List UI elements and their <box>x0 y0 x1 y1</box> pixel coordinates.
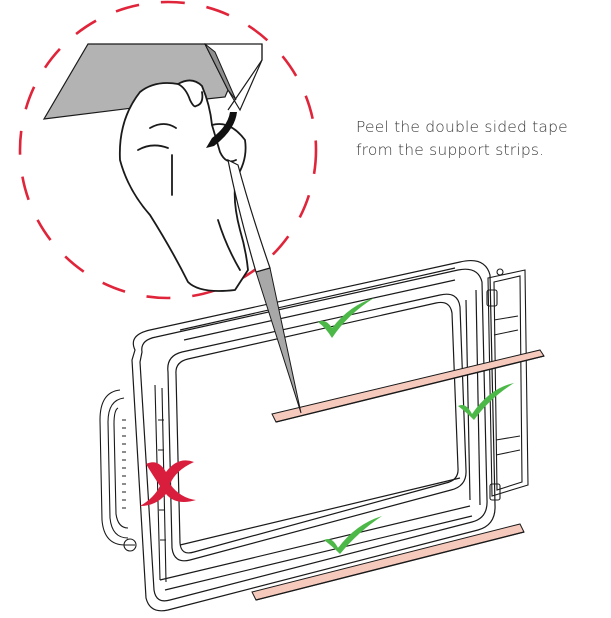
tray-frame <box>131 259 496 612</box>
cross-icon <box>140 460 196 506</box>
magnifier-dashed-circle <box>18 0 318 300</box>
peeled-tape-tail <box>227 158 271 273</box>
peeled-backing-strip <box>255 267 302 414</box>
hand-illustration <box>118 79 249 292</box>
peel-direction-arrow-icon <box>206 112 237 148</box>
instruction-line-2: from the support strips. <box>356 141 545 159</box>
right-side-component <box>486 268 529 501</box>
instruction-line-1: Peel the double sided tape <box>356 118 568 136</box>
check-icon-top <box>318 298 374 338</box>
instruction-caption: Peel the double sided tape from the supp… <box>356 116 611 162</box>
upper-tape-strip <box>271 349 545 423</box>
check-icon-right <box>458 383 514 420</box>
left-handle <box>99 384 167 583</box>
check-icon-bottom <box>324 516 382 554</box>
lower-tape-strip <box>251 523 525 601</box>
